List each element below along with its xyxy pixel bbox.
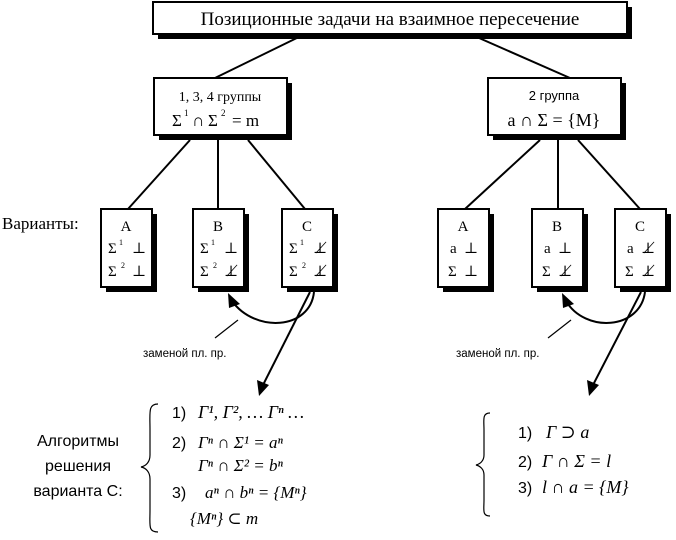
algorithm-label-line-1: Алгоритмы — [37, 433, 119, 450]
right-algorithm-brace — [475, 412, 491, 517]
svg-text:Σ: Σ — [208, 111, 218, 130]
right-group-box — [487, 77, 622, 136]
svg-text:1: 1 — [300, 238, 304, 247]
svg-text:Σ: Σ — [108, 241, 117, 257]
right-step-3-num: 3) — [518, 480, 532, 497]
svg-text:a: a — [544, 241, 551, 257]
svg-text:Σ: Σ — [172, 111, 182, 130]
svg-text:Σ: Σ — [542, 264, 551, 280]
left-variant-b: B Σ 1 ⊥ Σ 2 ⊥̸ — [192, 208, 249, 292]
right-step-2-text: Γ ∩ Σ = l — [541, 451, 611, 471]
algorithm-label-line-2: решения — [45, 458, 111, 475]
svg-text:a: a — [450, 241, 457, 257]
replacement-arrowhead-right — [562, 293, 574, 308]
right-step-3-text: l ∩ a = {M} — [542, 477, 629, 497]
variant-letter: B — [213, 219, 223, 235]
left-group-formula: Σ 1 ∩ Σ 2 = m — [172, 108, 259, 130]
title-text: Позиционные задачи на взаимное пересечен… — [201, 9, 580, 30]
left-step-1-num: 1) — [172, 405, 186, 422]
title-box — [152, 1, 628, 35]
replacement-label-left: заменой пл. пр. — [143, 348, 226, 360]
variant-letter: A — [458, 219, 469, 235]
left-group-box — [153, 77, 288, 136]
connector-left-a — [127, 139, 191, 210]
svg-text:⊥̸: ⊥̸ — [641, 241, 655, 257]
svg-text:2: 2 — [302, 261, 306, 270]
right-variant-a: A a ⊥ Σ ⊥ — [437, 208, 494, 292]
svg-text:Σ: Σ — [200, 241, 209, 257]
svg-text:⊥: ⊥ — [464, 264, 478, 280]
svg-text:∩: ∩ — [192, 111, 204, 130]
svg-text:2: 2 — [121, 261, 125, 270]
right-step-2-num: 2) — [518, 454, 532, 471]
svg-text:1: 1 — [184, 108, 189, 118]
connector-left-c — [247, 139, 306, 210]
left-step-2-num: 2) — [172, 435, 186, 452]
svg-text:2: 2 — [221, 108, 226, 118]
arrowhead-left-algorithm — [257, 380, 269, 396]
svg-text:⊥: ⊥ — [132, 264, 146, 280]
svg-text:Σ: Σ — [108, 264, 117, 280]
svg-text:⊥: ⊥ — [558, 241, 572, 257]
connector-title-left — [214, 33, 306, 79]
svg-text:a: a — [627, 241, 634, 257]
arrowhead-right-algorithm — [587, 380, 599, 396]
right-step-1-num: 1) — [518, 425, 532, 442]
svg-text:Σ: Σ — [289, 264, 298, 280]
left-step-3-num: 3) — [172, 485, 186, 502]
left-step-3-text: aⁿ ∩ bⁿ = {Mⁿ} — [205, 483, 307, 502]
replacement-arrow-right — [565, 291, 646, 324]
svg-text:Σ: Σ — [289, 241, 298, 257]
svg-text:1: 1 — [211, 238, 215, 247]
svg-text:⊥̸: ⊥̸ — [313, 264, 327, 280]
left-group-heading: 1, 3, 4 группы — [179, 90, 262, 105]
connector-title-right — [469, 33, 571, 79]
replacement-label-right: заменой пл. пр. — [456, 348, 539, 360]
svg-text:⊥: ⊥ — [224, 241, 238, 257]
left-variant-c: C Σ 1 ⊥̸ Σ 2 ⊥̸ — [281, 208, 338, 292]
right-group-formula: a ∩ Σ = {M} — [508, 110, 601, 130]
variant-letter: C — [302, 219, 312, 235]
svg-text:⊥̸: ⊥̸ — [641, 264, 655, 280]
svg-text:2: 2 — [213, 261, 217, 270]
svg-text:⊥: ⊥ — [464, 241, 478, 257]
left-algorithm-brace — [140, 403, 159, 533]
svg-text:Σ: Σ — [448, 264, 457, 280]
replacement-arrow-left — [231, 291, 315, 324]
right-group-heading: 2 группа — [529, 88, 580, 103]
variant-letter: B — [552, 219, 562, 235]
right-step-1-text: Γ ⊃ a — [545, 422, 589, 442]
left-step-3b-text: {Mⁿ} ⊂ m — [190, 509, 258, 528]
right-variant-c: C a ⊥̸ Σ ⊥̸ — [614, 208, 671, 292]
left-step-1-text: Γ¹, Γ², … Γⁿ … — [197, 402, 304, 422]
variant-letter: C — [635, 219, 645, 235]
variant-letter: A — [121, 219, 132, 235]
replacement-leader-left — [214, 319, 239, 339]
left-step-2-text: Γⁿ ∩ Σ¹ = aⁿ — [197, 433, 283, 452]
algorithm-label-line-3: варианта С: — [33, 483, 122, 500]
replacement-leader-right — [547, 319, 572, 339]
svg-text:⊥̸: ⊥̸ — [313, 241, 327, 257]
right-variant-b: B a ⊥ Σ ⊥̸ — [531, 208, 588, 292]
svg-text:= m: = m — [232, 111, 259, 130]
left-variant-a: A Σ 1 ⊥ Σ 2 ⊥ — [100, 208, 157, 292]
arrow-to-right-algorithm — [592, 291, 642, 386]
left-step-2b-text: Γⁿ ∩ Σ² = bⁿ — [197, 456, 283, 475]
svg-text:Σ: Σ — [200, 264, 209, 280]
connector-right-a — [464, 139, 541, 210]
arrow-to-left-algorithm — [262, 291, 311, 386]
svg-text:Σ: Σ — [625, 264, 634, 280]
svg-text:1: 1 — [119, 238, 123, 247]
variants-label: Варианты: — [2, 214, 79, 233]
connector-right-c — [577, 139, 641, 210]
svg-text:⊥̸: ⊥̸ — [558, 264, 572, 280]
svg-text:⊥̸: ⊥̸ — [224, 264, 238, 280]
replacement-arrowhead-left — [228, 293, 240, 308]
svg-text:⊥: ⊥ — [132, 241, 146, 257]
